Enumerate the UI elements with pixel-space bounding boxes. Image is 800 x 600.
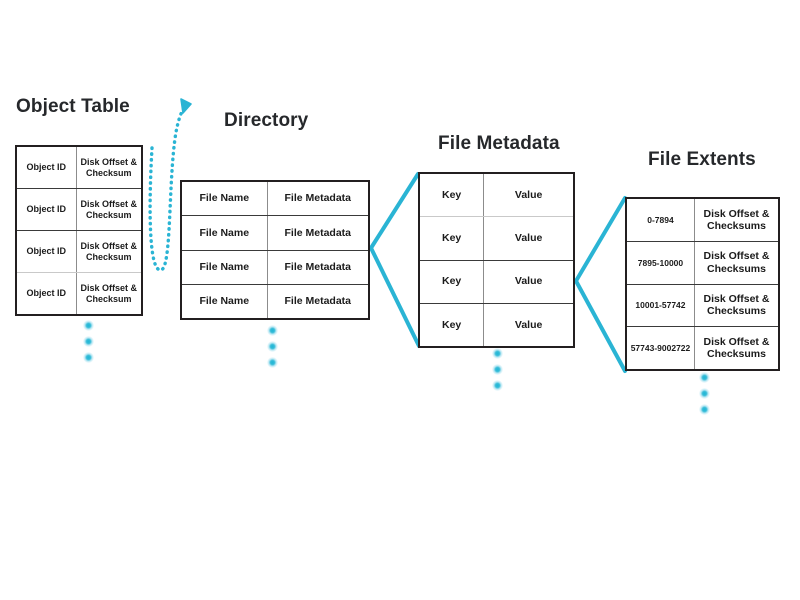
disk-offset-checksum-cell: Disk Offset & Checksum bbox=[80, 282, 138, 304]
file-name-cell: File Name bbox=[182, 284, 268, 318]
ellipsis-dot bbox=[491, 380, 503, 391]
disk-offset-checksum-cell: Disk Offset & Checksum bbox=[80, 156, 138, 178]
table-row[interactable]: Object ID Disk Offset & Checksum bbox=[17, 189, 141, 231]
key-cell: Key bbox=[420, 260, 485, 303]
ellipsis-dot bbox=[266, 325, 278, 336]
table-row[interactable]: File Name File Metadata bbox=[182, 250, 368, 285]
directory-to-file-metadata-link bbox=[369, 172, 421, 348]
table-row[interactable]: 0-7894 Disk Offset & Checksums bbox=[627, 199, 778, 242]
extent-range-cell: 7895-10000 bbox=[627, 241, 695, 284]
directory-title: Directory bbox=[224, 110, 309, 131]
file-extents-continuation-dots bbox=[696, 372, 712, 415]
ellipsis-dot bbox=[698, 372, 710, 383]
ellipsis-dot bbox=[82, 352, 94, 363]
directory-table: File Name File Metadata File Name File M… bbox=[180, 180, 370, 320]
file-metadata-to-file-extents-link bbox=[574, 196, 627, 373]
disk-offset-checksums-cell: Disk Offset & Checksums bbox=[703, 335, 770, 361]
disk-offset-checksum-cell: Disk Offset & Checksum bbox=[80, 240, 138, 262]
value-cell: Value bbox=[514, 188, 543, 201]
file-extents-table: 0-7894 Disk Offset & Checksums 7895-1000… bbox=[625, 197, 780, 371]
file-metadata-continuation-dots bbox=[489, 348, 505, 391]
table-row[interactable]: File Name File Metadata bbox=[182, 216, 368, 251]
table-row[interactable]: Key Value bbox=[420, 217, 573, 261]
file-metadata-cell: File Metadata bbox=[284, 260, 352, 273]
extent-range-cell: 10001-57742 bbox=[627, 284, 695, 327]
object-id-cell: Object ID bbox=[17, 273, 77, 314]
file-name-cell: File Name bbox=[182, 182, 268, 216]
file-metadata-cell: File Metadata bbox=[284, 295, 352, 308]
object-table-continuation-dots bbox=[80, 320, 96, 363]
table-row[interactable]: Key Value bbox=[420, 260, 573, 304]
table-row[interactable]: Key Value bbox=[420, 303, 573, 346]
disk-offset-checksums-cell: Disk Offset & Checksums bbox=[703, 250, 770, 275]
object-id-cell: Object ID bbox=[17, 147, 77, 188]
object-id-cell: Object ID bbox=[17, 231, 77, 272]
file-metadata-table: Key Value Key Value Key Value Key Value bbox=[418, 172, 575, 348]
file-extents-title: File Extents bbox=[648, 149, 756, 170]
file-name-cell: File Name bbox=[182, 216, 268, 250]
key-cell: Key bbox=[420, 303, 485, 346]
table-row[interactable]: Object ID Disk Offset & Checksum bbox=[17, 231, 141, 273]
file-metadata-cell: File Metadata bbox=[284, 192, 352, 205]
value-cell: Value bbox=[514, 318, 543, 331]
table-row[interactable]: 57743-9002722 Disk Offset & Checksums bbox=[627, 327, 778, 369]
object-id-cell: Object ID bbox=[17, 189, 77, 230]
table-row[interactable]: File Name File Metadata bbox=[182, 182, 368, 217]
ellipsis-dot bbox=[491, 364, 503, 375]
disk-offset-checksums-cell: Disk Offset & Checksums bbox=[703, 293, 770, 318]
table-row[interactable]: 10001-57742 Disk Offset & Checksums bbox=[627, 284, 778, 328]
ellipsis-dot bbox=[266, 341, 278, 352]
file-metadata-cell: File Metadata bbox=[284, 226, 352, 239]
disk-offset-checksums-cell: Disk Offset & Checksums bbox=[703, 207, 770, 232]
table-row[interactable]: Object ID Disk Offset & Checksum bbox=[17, 147, 141, 189]
table-row[interactable]: Object ID Disk Offset & Checksum bbox=[17, 273, 141, 314]
ellipsis-dot bbox=[491, 348, 503, 359]
table-row[interactable]: 7895-10000 Disk Offset & Checksums bbox=[627, 241, 778, 285]
file-name-cell: File Name bbox=[182, 250, 268, 284]
extent-range-cell: 0-7894 bbox=[627, 199, 695, 241]
extent-range-cell: 57743-9002722 bbox=[627, 327, 695, 369]
key-cell: Key bbox=[420, 217, 485, 260]
table-row[interactable]: File Name File Metadata bbox=[182, 284, 368, 318]
table-row[interactable]: Key Value bbox=[420, 174, 573, 218]
ellipsis-dot bbox=[698, 404, 710, 415]
ellipsis-dot bbox=[82, 336, 94, 347]
ellipsis-dot bbox=[698, 388, 710, 399]
disk-offset-checksum-cell: Disk Offset & Checksum bbox=[80, 198, 138, 220]
ellipsis-dot bbox=[266, 357, 278, 368]
file-metadata-title: File Metadata bbox=[438, 133, 560, 154]
value-cell: Value bbox=[514, 232, 543, 245]
object-table: Object ID Disk Offset & Checksum Object … bbox=[15, 145, 143, 316]
directory-continuation-dots bbox=[264, 325, 280, 368]
value-cell: Value bbox=[514, 275, 543, 288]
object-table-title: Object Table bbox=[16, 96, 130, 117]
ellipsis-dot bbox=[82, 320, 94, 331]
key-cell: Key bbox=[420, 174, 485, 217]
